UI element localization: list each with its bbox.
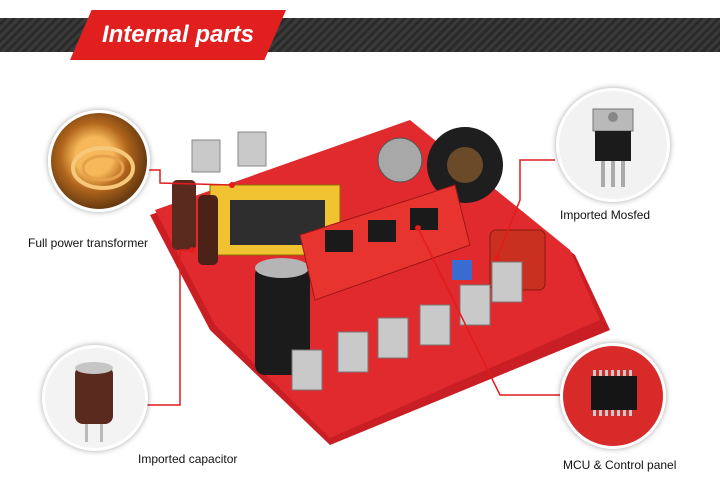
capacitor-large xyxy=(255,265,310,375)
ic-chip-3 xyxy=(410,208,438,230)
mosfet-row-2 xyxy=(337,331,369,373)
capacitor-small-2 xyxy=(198,195,218,265)
capacitor-small-1 xyxy=(172,180,196,250)
label-imported-mosfed: Imported Mosfed xyxy=(560,208,651,222)
transformer-coil-icon xyxy=(71,146,135,190)
mosfet-row-5 xyxy=(459,284,491,326)
mosfet-icon xyxy=(592,108,634,187)
leader-capacitor-dot xyxy=(189,247,195,253)
toroid-core xyxy=(447,147,483,183)
page-title: Internal parts xyxy=(101,21,255,48)
leader-transformer-dot xyxy=(229,182,235,188)
transformer-photo-callout xyxy=(48,110,150,212)
round-component xyxy=(377,137,423,183)
capacitor-large-top xyxy=(255,258,309,278)
mcu-chip-icon xyxy=(591,370,637,416)
capacitor-photo-callout xyxy=(42,345,148,451)
label-full-power-transformer: Full power transformer xyxy=(28,236,149,250)
leader-capacitor xyxy=(145,249,192,406)
label-mcu-control-panel: MCU & Control panel xyxy=(563,458,677,472)
mosfet-heatsink-2 xyxy=(237,131,267,167)
mosfet-row-6 xyxy=(491,261,523,303)
mosfet-row-3 xyxy=(377,317,409,359)
mosfet-row-1 xyxy=(291,349,323,391)
trim-potentiometer xyxy=(452,260,472,280)
ic-chip-1 xyxy=(325,230,353,252)
leader-mcu xyxy=(417,227,560,396)
mosfet-heatsink-1 xyxy=(191,139,221,173)
header-banner-red xyxy=(70,10,286,60)
mosfet-row-4 xyxy=(419,304,451,346)
mosfet-photo-callout xyxy=(556,88,670,202)
leader-mcu-dot xyxy=(415,225,421,231)
mcu-photo-callout xyxy=(560,343,666,449)
ic-chip-2 xyxy=(368,220,396,242)
label-imported-capacitor: Imported capacitor xyxy=(138,452,238,466)
capacitor-icon xyxy=(75,362,113,442)
leader-mosfet xyxy=(496,159,555,259)
leader-mosfet-dot xyxy=(494,255,500,261)
